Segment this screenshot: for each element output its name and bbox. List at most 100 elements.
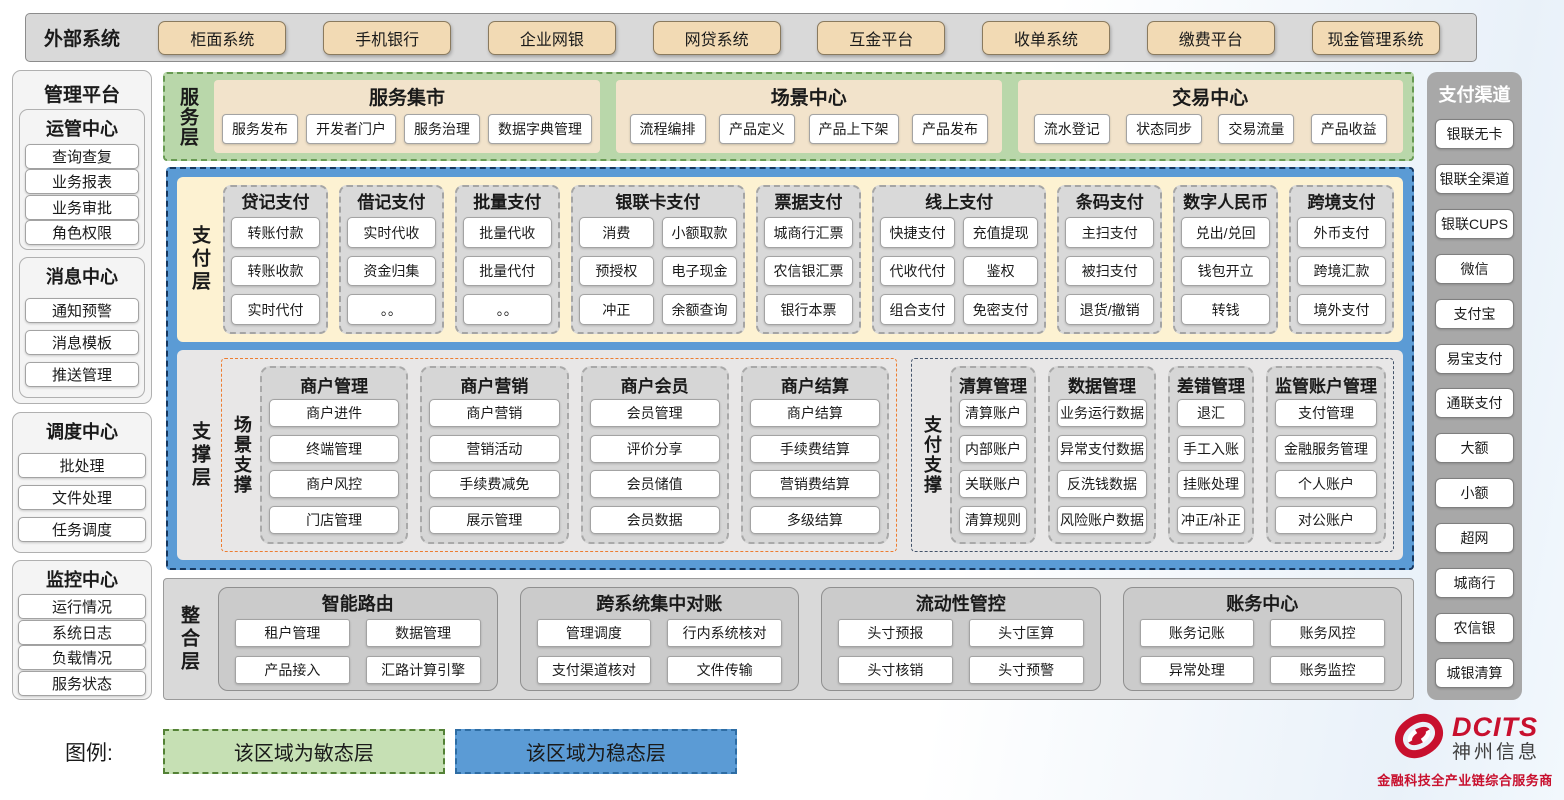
payment-column-items: 兑出/兑回钱包开立转钱: [1181, 217, 1271, 325]
payment-column: 线上支付 快捷支付充值提现代收代付鉴权组合支付免密支付: [871, 185, 1047, 334]
payment-item-box: 冲正: [578, 294, 654, 325]
integration-item-box: 账务记账: [1139, 618, 1255, 647]
payment-column: 批量支付 批量代收批量代付。。: [454, 185, 560, 334]
service-center-group: 交易中心 流水登记状态同步交易流量产品收益: [1017, 80, 1403, 153]
external-systems-bar: 外部系统 柜面系统手机银行企业网银网贷系统互金平台收单系统缴费平台现金管理系统: [25, 13, 1477, 62]
support-column-title: 监管账户管理: [1275, 377, 1377, 396]
integration-group-title: 流动性管控: [915, 594, 1006, 614]
payment-column: 贷记支付 转账付款转账收款实时代付: [223, 185, 328, 334]
payment-item-box: 外币支付: [1297, 217, 1387, 248]
integration-item-box: 账务风控: [1270, 618, 1385, 647]
service-item-box: 数据字典管理: [488, 113, 592, 144]
support-column-items: 清算账户内部账户关联账户清算规则: [959, 399, 1027, 534]
management-group: 消息中心 通知预警消息模板推送管理: [19, 257, 145, 398]
support-item-box: 营销活动: [429, 434, 560, 463]
support-item-box: 评价分享: [589, 434, 720, 463]
payment-item-box: 跨境汇款: [1297, 255, 1387, 287]
service-group-title: 场景中心: [770, 88, 847, 109]
payment-channel-box: 超网: [1435, 523, 1514, 554]
payment-column-title: 贷记支付: [241, 193, 310, 212]
dcits-tagline: 金融科技全产业链综合服务商: [1377, 773, 1553, 788]
management-group-title: 运管中心: [46, 119, 118, 139]
payment-channels-title: 支付渠道: [1438, 85, 1511, 105]
payment-column-items: 批量代收批量代付。。: [462, 217, 552, 325]
service-group-items: 流水登记状态同步交易流量产品收益: [1026, 110, 1396, 147]
service-group-title: 服务集市: [368, 88, 445, 109]
support-group-label: 支付支撑: [922, 415, 942, 495]
integration-item-box: 租户管理: [235, 618, 350, 647]
support-group-columns: 商户管理 商户进件终端管理商户风控门店管理 商户营销 商户营销营销活动手续费减免…: [260, 366, 889, 544]
management-group-items: 批处理文件处理任务调度: [18, 446, 146, 549]
payment-item-box: 代收代付: [879, 255, 956, 287]
management-item-box: 批处理: [18, 452, 146, 478]
payment-item-box: 兑出/兑回: [1181, 217, 1271, 248]
management-item-box: 查询查复: [25, 143, 139, 169]
support-column-title: 商户管理: [300, 377, 369, 396]
support-column: 监管账户管理 支付管理金融服务管理个人账户对公账户: [1266, 366, 1386, 544]
support-column: 商户管理 商户进件终端管理商户风控门店管理: [260, 366, 409, 544]
support-item-box: 冲正/补正: [1177, 505, 1245, 534]
payment-item-box: 鉴权: [963, 255, 1039, 287]
support-item-box: 个人账户: [1275, 470, 1377, 499]
payment-item-box: 退货/撤销: [1065, 294, 1155, 325]
support-layer-label: 支撑层: [189, 420, 210, 490]
integration-item-box: 头寸匡算: [968, 618, 1084, 647]
payment-column-items: 实时代收资金归集。。: [346, 217, 436, 325]
support-layer: 支撑层 场景支撑 商户管理 商户进件终端管理商户风控门店管理: [177, 350, 1403, 560]
payment-item-box: 实时代收: [346, 217, 436, 248]
payment-layer: 支付层 贷记支付 转账付款转账收款实时代付 借记支付 实时代收资金归集。。 批: [177, 177, 1403, 342]
integration-item-box: 汇路计算引擎: [365, 655, 481, 684]
management-item-box: 推送管理: [25, 362, 139, 387]
support-column-title: 数据管理: [1068, 377, 1136, 396]
payment-column: 跨境支付 外币支付跨境汇款境外支付: [1289, 185, 1395, 334]
payment-channel-box: 银联全渠道: [1435, 163, 1514, 194]
payment-item-box: 农信银汇票: [764, 255, 853, 287]
support-column-items: 商户进件终端管理商户风控门店管理: [269, 399, 400, 534]
integration-group-title: 智能路由: [321, 594, 394, 614]
support-column: 差错管理 退汇手工入账挂账处理冲正/补正: [1168, 366, 1254, 544]
payment-column-title: 票据支付: [774, 193, 843, 212]
support-column-items: 业务运行数据异常支付数据反洗钱数据风险账户数据: [1057, 399, 1147, 534]
payment-column-title: 条码支付: [1075, 193, 1144, 212]
integration-group-items: 账务记账账务风控异常处理账务监控: [1139, 618, 1385, 684]
support-group: 场景支撑 商户管理 商户进件终端管理商户风控门店管理 商户营销: [221, 358, 897, 552]
external-system-box: 柜面系统: [158, 20, 287, 55]
payment-column-title: 跨境支付: [1307, 193, 1376, 212]
support-column-items: 商户结算手续费结算营销费结算多级结算: [749, 399, 880, 534]
payment-channel-box: 城银清算: [1435, 657, 1514, 688]
support-item-box: 异常支付数据: [1057, 434, 1147, 463]
payment-column: 银联卡支付 消费小额取款预授权电子现金冲正余额查询: [570, 185, 746, 334]
integration-group-items: 管理调度行内系统核对支付渠道核对文件传输: [536, 618, 782, 684]
support-item-box: 挂账处理: [1177, 470, 1245, 499]
payment-item-box: 小额取款: [661, 217, 738, 248]
support-item-box: 内部账户: [959, 434, 1027, 463]
legend-stable-text: 该区域为稳态层: [525, 743, 666, 765]
payment-channel-box: 银联无卡: [1435, 119, 1514, 149]
service-center-group: 场景中心 流程编排产品定义产品上下架产品发布: [616, 80, 1002, 153]
dcits-brand-text: DCITS: [1451, 712, 1538, 743]
management-item-box: 业务审批: [25, 194, 139, 220]
integration-group: 跨系统集中对账 管理调度行内系统核对支付渠道核对文件传输: [519, 587, 799, 691]
service-item-box: 产品上下架: [808, 113, 899, 144]
support-item-box: 商户进件: [269, 399, 400, 428]
support-column-title: 商户营销: [460, 377, 529, 396]
payment-channel-box: 银联CUPS: [1435, 208, 1514, 239]
payment-column-title: 借记支付: [357, 193, 426, 212]
management-group: 调度中心 批处理文件处理任务调度: [12, 412, 152, 553]
management-item-box: 运行情况: [18, 594, 146, 619]
management-item-box: 负载情况: [18, 645, 146, 670]
integration-item-box: 账务监控: [1270, 655, 1385, 684]
payment-channel-box: 城商行: [1435, 568, 1514, 599]
support-item-box: 商户结算: [749, 399, 880, 428]
external-systems-label: 外部系统: [44, 29, 121, 50]
integration-group-title: 跨系统集中对账: [596, 594, 723, 614]
support-groups: 场景支撑 商户管理 商户进件终端管理商户风控门店管理 商户营销: [221, 358, 1394, 552]
payment-item-box: 资金归集: [346, 255, 436, 287]
management-item-box: 消息模板: [25, 330, 139, 355]
support-column-title: 商户会员: [620, 377, 689, 396]
dcits-company-name: 神州信息: [1451, 741, 1540, 763]
payment-column-items: 城商行汇票农信银汇票银行本票: [764, 217, 853, 325]
support-group: 支付支撑 清算管理 清算账户内部账户关联账户清算规则 数据管理: [911, 358, 1394, 552]
support-item-box: 手续费结算: [749, 434, 880, 463]
management-group-items: 运行情况系统日志负载情况服务状态: [18, 594, 146, 697]
